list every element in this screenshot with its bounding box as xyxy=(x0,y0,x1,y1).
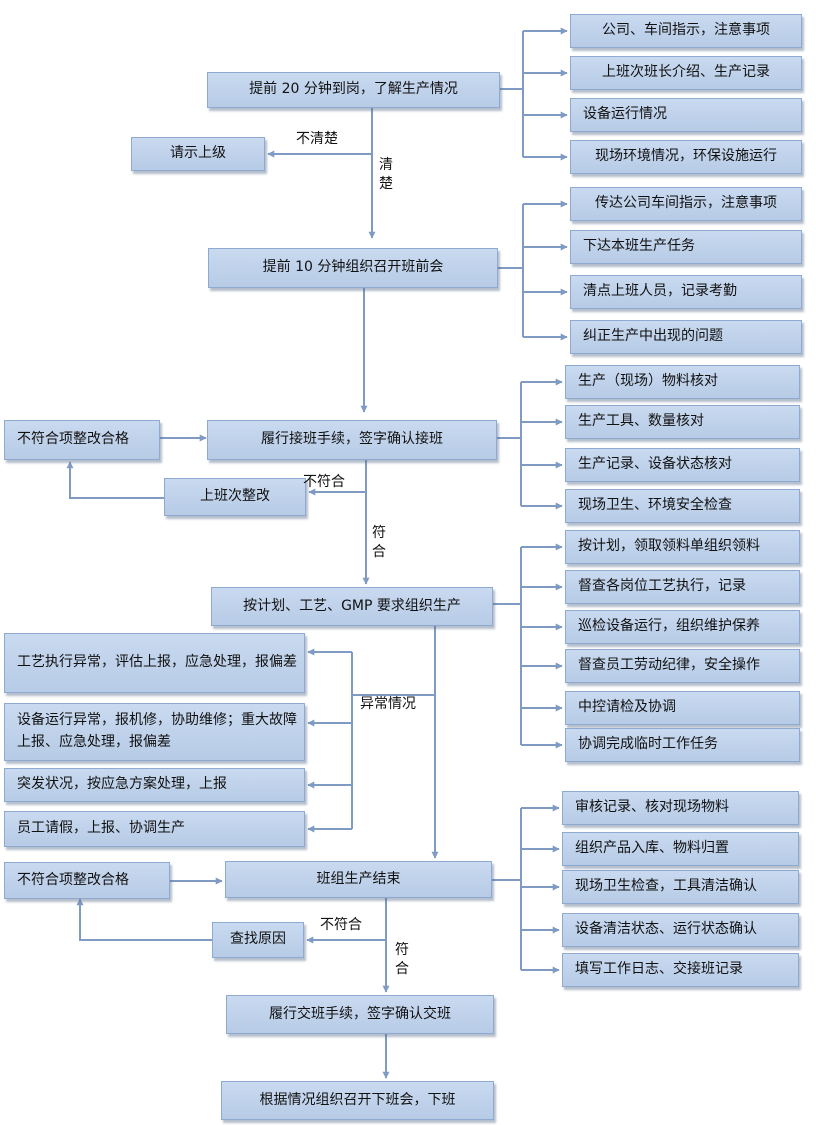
label-nonconform-1: 不符合 xyxy=(303,474,345,490)
label-conform-1: 符合 xyxy=(372,525,386,560)
label-unclear: 不清楚 xyxy=(296,131,338,147)
production-end-box: 班组生产结束 xyxy=(225,861,492,898)
arrive-item-box: 上班次班长介绍、生产记录 xyxy=(570,56,802,90)
meeting-item-box: 传达公司车间指示，注意事项 xyxy=(570,187,802,221)
production-item-box: 协调完成临时工作任务 xyxy=(565,728,800,762)
abnormal-item-box: 突发状况，按应急方案处理，上报 xyxy=(4,768,305,802)
label-clear: 清楚 xyxy=(379,157,393,192)
production-item-box: 督查员工劳动纪律，安全操作 xyxy=(565,649,800,683)
previous-shift-fix-box: 上班次整改 xyxy=(164,478,306,516)
production-item-box: 中控请检及协调 xyxy=(565,691,800,725)
arrive-item-box: 公司、车间指示，注意事项 xyxy=(570,14,802,48)
pre-shift-meeting-box: 提前 10 分钟组织召开班前会 xyxy=(208,248,498,288)
end-item-box: 现场卫生检查，工具清洁确认 xyxy=(562,870,799,904)
end-item-box: 审核记录、核对现场物料 xyxy=(562,791,799,825)
arrive-item-box: 设备运行情况 xyxy=(570,98,802,132)
arrive-item-box: 现场环境情况，环保设施运行 xyxy=(570,140,802,174)
meeting-item-box: 纠正生产中出现的问题 xyxy=(570,320,802,354)
abnormal-item-box: 员工请假，上报、协调生产 xyxy=(4,811,305,847)
organize-production-box: 按计划、工艺、GMP 要求组织生产 xyxy=(211,587,493,626)
production-item-box: 督查各岗位工艺执行，记录 xyxy=(565,570,800,604)
takeover-item-box: 生产工具、数量核对 xyxy=(565,405,800,439)
nonconform-fixed-box-1: 不符合项整改合格 xyxy=(4,420,160,460)
takeover-box: 履行接班手续，签字确认接班 xyxy=(207,420,497,460)
handover-box: 履行交班手续，签字确认交班 xyxy=(226,995,494,1034)
arrive-early-box: 提前 20 分钟到岗，了解生产情况 xyxy=(207,72,500,108)
abnormal-item-box: 工艺执行异常，评估上报，应急处理，报偏差 xyxy=(4,633,305,693)
end-item-box: 填写工作日志、交接班记录 xyxy=(562,953,799,987)
end-item-box: 设备清洁状态、运行状态确认 xyxy=(562,913,799,947)
takeover-item-box: 生产（现场）物料核对 xyxy=(565,365,800,399)
post-shift-meeting-box: 根据情况组织召开下班会，下班 xyxy=(221,1081,494,1120)
label-abnormal: 异常情况 xyxy=(360,696,416,712)
meeting-item-box: 清点上班人员，记录考勤 xyxy=(570,275,802,309)
production-item-box: 按计划，领取领料单组织领料 xyxy=(565,530,800,564)
production-item-box: 巡检设备运行，组织维护保养 xyxy=(565,610,800,644)
nonconform-fixed-box-2: 不符合项整改合格 xyxy=(4,862,170,899)
report-superior-box: 请示上级 xyxy=(131,137,265,171)
find-cause-box: 查找原因 xyxy=(212,922,304,958)
takeover-item-box: 生产记录、设备状态核对 xyxy=(565,448,800,482)
label-conform-2: 符合 xyxy=(395,942,409,977)
label-nonconform-2: 不符合 xyxy=(320,917,362,933)
takeover-item-box: 现场卫生、环境安全检查 xyxy=(565,489,800,523)
meeting-item-box: 下达本班生产任务 xyxy=(570,230,802,264)
abnormal-item-box: 设备运行异常，报机修，协助维修；重大故障上报、应急处理，报偏差 xyxy=(4,703,305,761)
end-item-box: 组织产品入库、物料归置 xyxy=(562,832,799,866)
